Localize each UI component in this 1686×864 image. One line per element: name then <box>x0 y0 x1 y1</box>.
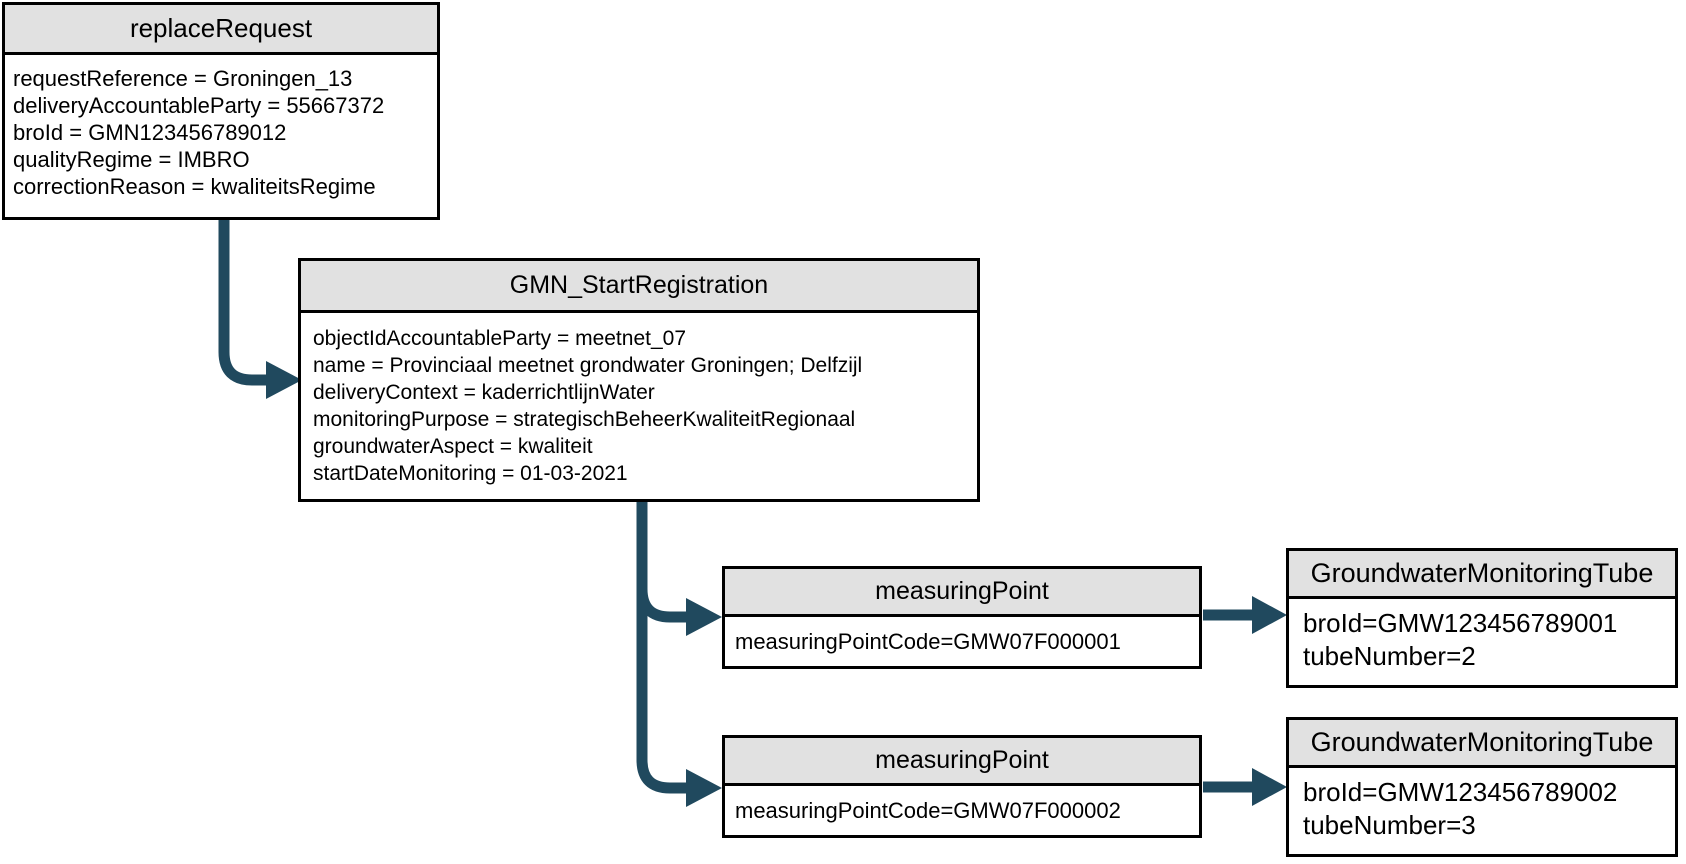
node-body-gmn-start-registration: objectIdAccountableParty = meetnet_07 na… <box>301 313 977 499</box>
attr-measuring-point-code-1: measuringPointCode=GMW07F000001 <box>735 628 1121 654</box>
attr-tube2-tube-number: tubeNumber=3 <box>1303 810 1476 840</box>
node-measuring-point-2: measuringPoint measuringPointCode=GMW07F… <box>722 735 1202 838</box>
node-title-replace-request: replaceRequest <box>5 5 437 55</box>
node-body-replace-request: requestReference = Groningen_13 delivery… <box>5 55 437 210</box>
node-title-gmn-start-registration: GMN_StartRegistration <box>301 261 977 313</box>
attr-correction-reason: correctionReason = kwaliteitsRegime <box>13 174 376 199</box>
attr-start-date-monitoring: startDateMonitoring = 01-03-2021 <box>313 462 628 485</box>
node-body-measuring-point-1: measuringPointCode=GMW07F000001 <box>725 617 1199 666</box>
node-gmn-start-registration: GMN_StartRegistration objectIdAccountabl… <box>298 258 980 502</box>
node-title-measuring-point-2: measuringPoint <box>725 738 1199 786</box>
attr-quality-regime: qualityRegime = IMBRO <box>13 147 250 172</box>
edge-measuringpoint1-to-tube1 <box>1203 596 1287 634</box>
node-title-groundwater-monitoring-tube-2: GroundwaterMonitoringTube <box>1289 720 1675 768</box>
node-measuring-point-1: measuringPoint measuringPointCode=GMW07F… <box>722 566 1202 669</box>
edge-replacerequest-to-gmnstartregistration <box>218 220 302 399</box>
node-replace-request: replaceRequest requestReference = Gronin… <box>2 2 440 220</box>
edge-gmn-to-measuringpoint-2 <box>636 500 722 807</box>
attr-object-id-accountable-party: objectIdAccountableParty = meetnet_07 <box>313 327 686 350</box>
node-groundwater-monitoring-tube-1: GroundwaterMonitoringTube broId=GMW12345… <box>1286 548 1678 688</box>
attr-delivery-accountable-party: deliveryAccountableParty = 55667372 <box>13 93 385 118</box>
node-groundwater-monitoring-tube-2: GroundwaterMonitoringTube broId=GMW12345… <box>1286 717 1678 857</box>
attr-groundwater-aspect: groundwaterAspect = kwaliteit <box>313 435 593 458</box>
attr-measuring-point-code-2: measuringPointCode=GMW07F000002 <box>735 797 1121 823</box>
attr-tube1-tube-number: tubeNumber=2 <box>1303 641 1476 671</box>
attr-name: name = Provinciaal meetnet grondwater Gr… <box>313 354 863 377</box>
attr-request-reference: requestReference = Groningen_13 <box>13 66 353 91</box>
attr-tube2-bro-id: broId=GMW123456789002 <box>1303 777 1618 807</box>
edge-measuringpoint2-to-tube2 <box>1203 768 1287 806</box>
attr-bro-id: broId = GMN123456789012 <box>13 120 287 145</box>
node-body-measuring-point-2: measuringPointCode=GMW07F000002 <box>725 786 1199 835</box>
attr-delivery-context: deliveryContext = kaderrichtlijnWater <box>313 381 655 404</box>
attr-tube1-bro-id: broId=GMW123456789001 <box>1303 608 1618 638</box>
node-body-groundwater-monitoring-tube-2: broId=GMW123456789002 tubeNumber=3 <box>1289 768 1675 850</box>
node-body-groundwater-monitoring-tube-1: broId=GMW123456789001 tubeNumber=2 <box>1289 599 1675 681</box>
node-title-measuring-point-1: measuringPoint <box>725 569 1199 617</box>
edge-gmn-to-measuringpoint-1 <box>636 500 722 636</box>
attr-monitoring-purpose: monitoringPurpose = strategischBeheerKwa… <box>313 408 856 431</box>
node-title-groundwater-monitoring-tube-1: GroundwaterMonitoringTube <box>1289 551 1675 599</box>
